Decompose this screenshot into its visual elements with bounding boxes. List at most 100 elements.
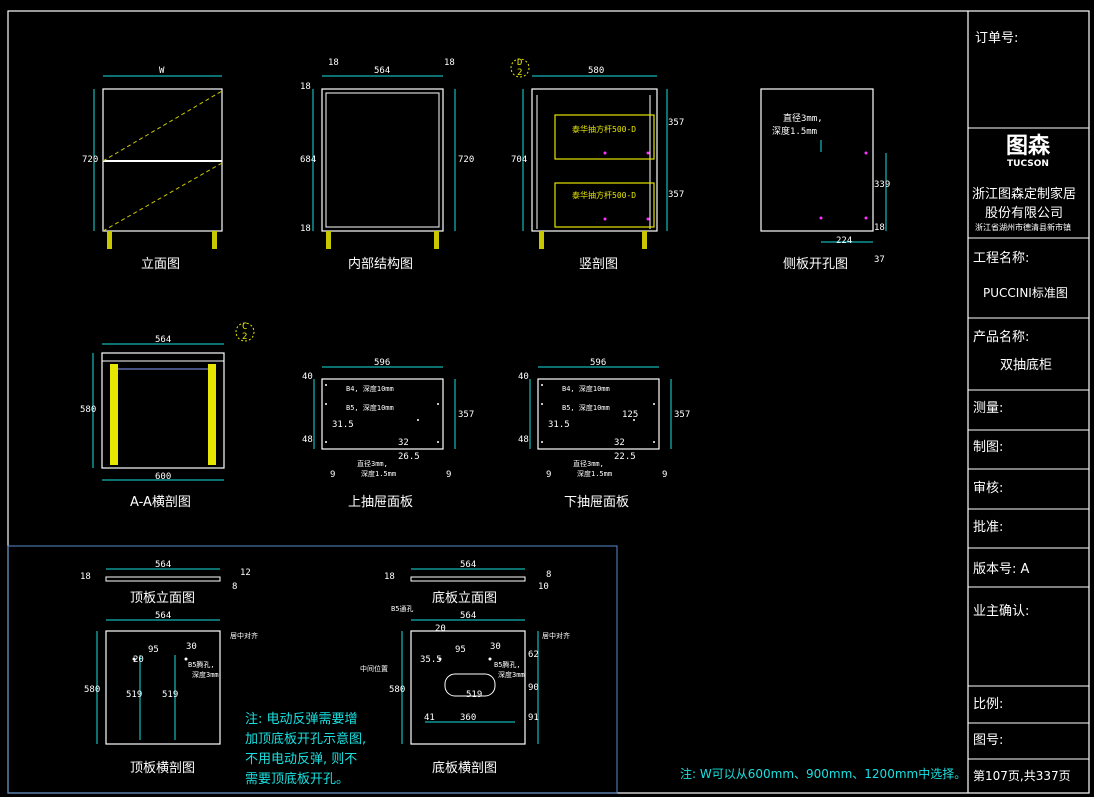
tb-drawing-no: 图号:	[973, 733, 1004, 748]
dim-bs-g: 41	[424, 713, 435, 723]
dim-te-w: 564	[155, 560, 172, 570]
dim-aa-wt: 564	[155, 335, 172, 345]
tb-company-2: 股份有限公司	[985, 206, 1064, 221]
dim-bs-b: 95	[455, 645, 466, 655]
callout-d: D	[517, 58, 523, 68]
dim-te-d2: 12	[240, 568, 251, 578]
dim-uf-h1: 40	[302, 372, 313, 382]
dim-side-v2: 18	[874, 223, 885, 233]
drawing-frame	[7, 10, 1090, 794]
dim-bs-c: 30	[490, 642, 501, 652]
lf-v2: 125	[622, 410, 639, 420]
lf-n2: B5, 深度10mm	[562, 404, 610, 412]
bs-b5: B5通孔	[391, 605, 414, 613]
dim-uf-h3: 48	[302, 435, 313, 445]
dim-ts-i2: 519	[162, 690, 179, 700]
dim-te-d1: 8	[232, 582, 238, 592]
tb-page: 第107页,共337页	[973, 769, 1071, 783]
dim-bs-h: 580	[389, 685, 406, 695]
lf-n4: 深度1.5mm	[577, 470, 613, 478]
dim-int-tr: 18	[444, 58, 455, 68]
dim-be-w: 564	[460, 560, 477, 570]
dim-bs-w: 564	[460, 611, 477, 621]
dim-bs-span: 360	[460, 713, 477, 723]
uf-db: 32	[398, 438, 409, 448]
drawer-label-1: 泰华抽方杆500-D	[572, 125, 637, 134]
uf-n1: B4, 深度10mm	[346, 385, 394, 393]
elevation-title: 立面图	[141, 257, 181, 272]
aa-title: A-A横剖图	[130, 495, 191, 510]
tb-logo-cn: 图森	[1005, 134, 1050, 159]
push-open-note: 注: 电动反弹需要增 加顶底板开孔示意图, 不用电动反弹, 则不 需要顶底板开孔…	[245, 712, 367, 787]
bs-center: 居中对齐	[542, 632, 570, 640]
bottom-plate-section	[401, 619, 539, 745]
tb-company-1: 浙江图森定制家居	[972, 187, 1077, 202]
dim-be-t: 18	[384, 572, 395, 582]
tb-product-value: 双抽底柜	[1000, 358, 1053, 373]
elevation-view	[93, 75, 223, 249]
lf-dd: 9	[546, 470, 552, 480]
dim-bs-f: 90	[528, 683, 539, 693]
drawer-label-2: 泰华抽方杆500-D	[572, 191, 637, 200]
tb-approve: 批准:	[973, 520, 1004, 535]
dim-bs-i: 519	[466, 690, 483, 700]
callout-c: C	[242, 322, 248, 332]
dim-bs-d: 35.5	[420, 655, 442, 665]
upper-drawer-front	[313, 366, 456, 450]
tb-scale: 比例:	[973, 697, 1004, 712]
bottom-elev-title: 底板立面图	[432, 591, 498, 606]
tb-owner: 业主确认:	[973, 604, 1030, 619]
dim-uf-w: 596	[374, 358, 391, 368]
callout-c2: 2	[242, 332, 248, 342]
internal-title: 内部结构图	[348, 257, 414, 272]
dim-sv-h: 704	[511, 155, 528, 165]
tb-version: 版本号: A	[973, 562, 1030, 577]
tb-product-label: 产品名称:	[973, 330, 1030, 345]
side-note-2: 深度1.5mm	[772, 127, 818, 137]
uf-n4: 深度1.5mm	[361, 470, 397, 478]
side-hole-view	[760, 88, 887, 243]
dim-int-w: 564	[374, 66, 391, 76]
tb-logo: 图森 TUCSON	[983, 134, 1073, 170]
dim-ts-a: 20	[133, 655, 144, 665]
tb-order-no: 订单号:	[975, 31, 1019, 46]
dim-lf-h1: 40	[518, 372, 529, 382]
tb-draw: 制图:	[973, 440, 1004, 455]
dim-ts-c: 30	[186, 642, 197, 652]
bs-p1: B5腾孔,	[494, 661, 521, 669]
dim-int-h: 720	[458, 155, 475, 165]
vertical-section	[510, 58, 668, 249]
dim-be-d2: 8	[546, 570, 552, 580]
internal-view	[312, 75, 456, 249]
dim-ts-h: 580	[84, 685, 101, 695]
dim-bs-a: 20	[435, 624, 446, 634]
tb-logo-en: TUCSON	[1007, 159, 1049, 169]
uf-dc: 26.5	[398, 452, 420, 462]
dim-aa-h: 580	[80, 405, 97, 415]
callout-d2: 2	[517, 68, 523, 78]
uf-n2: B5, 深度10mm	[346, 404, 394, 412]
dim-side-h2: 37	[874, 255, 885, 265]
lf-dc: 22.5	[614, 452, 636, 462]
bs-p2: 深度3mm	[498, 671, 525, 679]
side-hole-title: 侧板开孔图	[783, 257, 849, 272]
dim-ts-i1: 519	[126, 690, 143, 700]
lf-de: 9	[662, 470, 668, 480]
dim-elev-w: W	[159, 66, 165, 76]
dim-be-d1: 10	[538, 582, 549, 592]
ts-note-1: B5腾孔,	[188, 661, 215, 669]
uf-n3: 直径3mm,	[357, 460, 388, 468]
section-v-title: 竖剖图	[579, 257, 619, 272]
dim-bs-e: 62	[528, 650, 539, 660]
dim-sv-lh: 357	[668, 190, 685, 200]
lf-db: 32	[614, 438, 625, 448]
ts-center: 居中对齐	[230, 632, 258, 640]
dim-lf-w: 596	[590, 358, 607, 368]
bs-side: 中间位置	[360, 665, 388, 673]
w-note: 注: W可以从600mm、900mm、1200mm中选择。	[680, 767, 967, 781]
dim-bs-h2: 91	[528, 713, 539, 723]
dim-int-d1: 18	[300, 82, 311, 92]
dim-ts-w: 564	[155, 611, 172, 621]
dim-side-h: 224	[836, 236, 853, 246]
